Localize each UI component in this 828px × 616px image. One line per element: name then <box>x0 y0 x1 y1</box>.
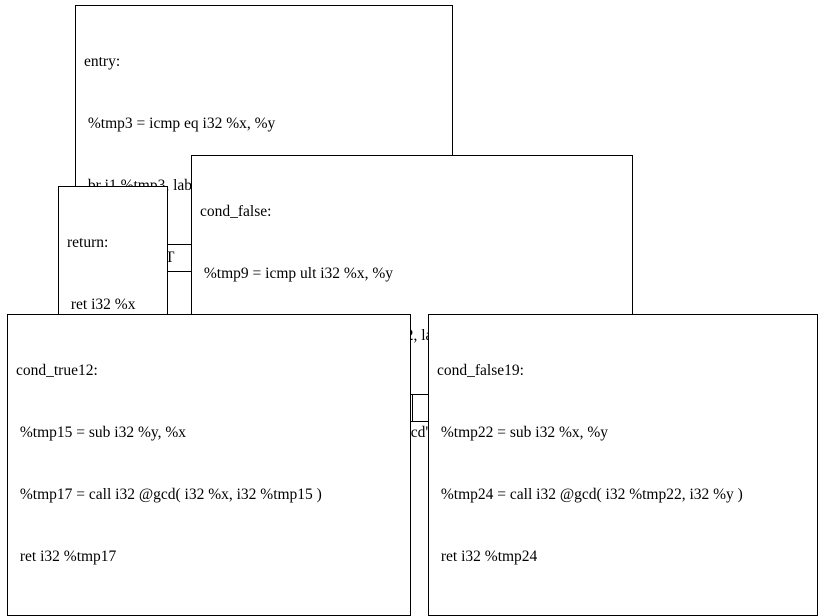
node-cond-true12-line-2: %tmp17 = call i32 @gcd( i32 %x, i32 %tmp… <box>16 485 322 503</box>
node-return-line-1: ret i32 %x <box>67 296 136 314</box>
node-cond-false19-body: cond_false19: %tmp22 = sub i32 %x, %y %t… <box>429 315 817 615</box>
node-cond-false19-line-2: %tmp24 = call i32 @gcd( i32 %tmp22, i32 … <box>437 485 743 503</box>
node-entry-line-1: %tmp3 = icmp eq i32 %x, %y <box>84 115 276 133</box>
node-cond-false-line-1: %tmp9 = icmp ult i32 %x, %y <box>200 265 394 283</box>
node-return-line-0: return: <box>67 234 109 252</box>
node-cond-true12-line-3: ret i32 %tmp17 <box>16 547 117 565</box>
node-cond-false19-line-3: ret i32 %tmp24 <box>437 547 538 565</box>
cfg-node-cond-true12[interactable]: cond_true12: %tmp15 = sub i32 %y, %x %tm… <box>7 314 411 616</box>
node-cond-false-line-0: cond_false: <box>200 203 272 221</box>
cfg-node-cond-false19[interactable]: cond_false19: %tmp22 = sub i32 %x, %y %t… <box>428 314 818 616</box>
node-cond-true12-body: cond_true12: %tmp15 = sub i32 %y, %x %tm… <box>8 315 410 615</box>
node-cond-true12-line-1: %tmp15 = sub i32 %y, %x <box>16 424 187 442</box>
node-cond-false19-line-0: cond_false19: <box>437 362 524 380</box>
node-return-body: return: ret i32 %x <box>59 187 167 363</box>
cfg-canvas: entry: %tmp3 = icmp eq i32 %x, %y br i1 … <box>7 5 818 616</box>
node-cond-true12-line-0: cond_true12: <box>16 362 98 380</box>
node-cond-false19-line-1: %tmp22 = sub i32 %x, %y <box>437 424 609 442</box>
node-entry-line-0: entry: <box>84 53 121 71</box>
